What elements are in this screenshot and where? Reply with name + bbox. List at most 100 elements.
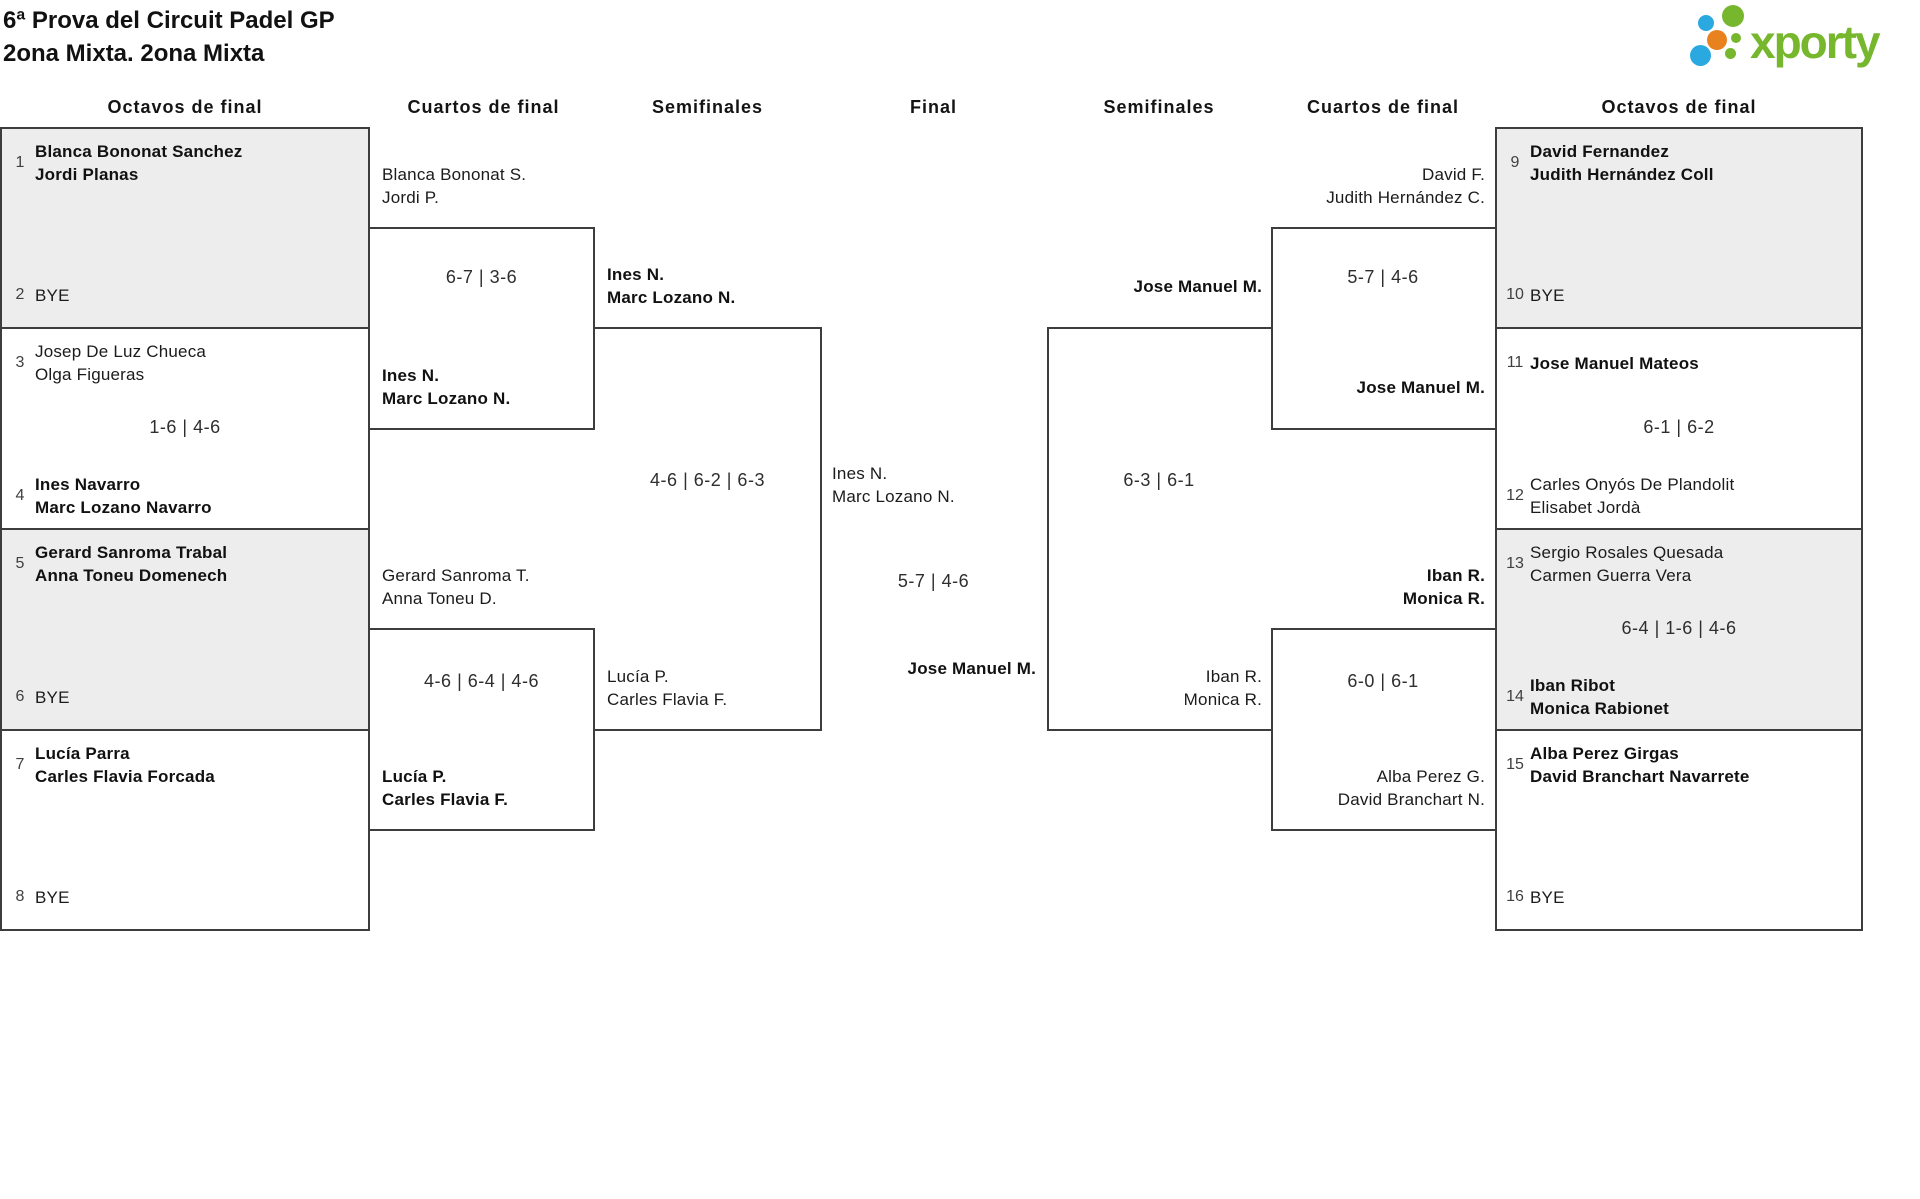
team-name: Iban Ribot — [1530, 676, 1616, 695]
team-name: Ines N. — [832, 464, 888, 483]
team-name: Carles Flavia Forcada — [35, 767, 215, 786]
match-box-r16-4[interactable]: 7 Lucía Parra Carles Flavia Forcada 8 BY… — [0, 729, 370, 931]
label-final-left-team: Ines N. Marc Lozano N. — [832, 462, 1047, 508]
logo-dot-green-icon — [1722, 5, 1744, 27]
seed-number: 9 — [1510, 154, 1520, 171]
team-name: Jose Manuel Mateos — [1530, 353, 1699, 373]
label-qf-left-1-bottom: Ines N. Marc Lozano N. — [382, 364, 597, 410]
match-box-qf-right-2[interactable] — [1271, 628, 1497, 831]
team-name: Jose Manuel M. — [907, 658, 1036, 678]
team-names: Gerard Sanroma Trabal Anna Toneu Domenec… — [35, 541, 227, 587]
team-name: BYE — [35, 687, 70, 707]
team-name: Jose Manuel M. — [1356, 377, 1485, 397]
team-slot-seed-6: 6 BYE — [2, 673, 368, 721]
match-box-qf-right-1[interactable] — [1271, 227, 1497, 430]
team-name: Elisabet Jordà — [1530, 498, 1641, 517]
seed-number: 10 — [1506, 286, 1524, 303]
match-score: 6-4 | 1-6 | 4-6 — [1621, 617, 1737, 638]
team-names: Josep De Luz Chueca Olga Figueras — [35, 340, 206, 386]
team-name: David Branchart Navarrete — [1530, 767, 1750, 786]
label-qf-right-2-top: Iban R. Monica R. — [1270, 564, 1485, 610]
team-name: Carmen Guerra Vera — [1530, 566, 1692, 585]
round-header-final: Final — [909, 97, 957, 117]
logo-wordmark: xporty — [1750, 16, 1881, 68]
team-name: Judith Hernández C. — [1326, 188, 1485, 207]
team-name: Sergio Rosales Quesada — [1530, 543, 1724, 562]
label-qf-left-2-top: Gerard Sanroma T. Anna Toneu D. — [382, 564, 597, 610]
match-box-r16-8[interactable]: 15 Alba Perez Girgas David Branchart Nav… — [1495, 729, 1863, 931]
seed-number: 3 — [15, 354, 25, 371]
team-name: Monica R. — [1402, 589, 1485, 608]
score-final: 5-7 | 4-6 — [897, 571, 970, 591]
seed-number: 14 — [1506, 688, 1524, 705]
team-name: David Fernandez — [1530, 142, 1670, 161]
team-slot-seed-12: 12 Carles Onyós De Plandolit Elisabet Jo… — [1497, 472, 1861, 520]
match-box-qf-left-1[interactable] — [368, 227, 595, 430]
team-slot-seed-10: 10 BYE — [1497, 271, 1861, 319]
team-name: Olga Figueras — [35, 365, 145, 384]
team-name: Alba Perez G. — [1376, 767, 1485, 786]
team-names: BYE — [35, 284, 70, 307]
team-name: Alba Perez Girgas — [1530, 744, 1679, 763]
match-box-r16-1[interactable]: 1 Blanca Bononat Sanchez Jordi Planas 2 … — [0, 127, 370, 329]
team-name: Josep De Luz Chueca — [35, 342, 207, 361]
match-box-r16-2[interactable]: 3 Josep De Luz Chueca Olga Figueras 1-6 … — [0, 327, 370, 530]
match-box-sf-left[interactable] — [595, 327, 822, 731]
tournament-name: 6ª Prova del Circuit Padel GP — [3, 7, 335, 34]
team-slot-seed-7: 7 Lucía Parra Carles Flavia Forcada — [2, 741, 368, 789]
team-slot-seed-11: 11 Jose Manuel Mateos — [1497, 339, 1861, 387]
match-box-sf-right[interactable] — [1047, 327, 1273, 731]
team-name: Blanca Bononat S. — [382, 165, 527, 184]
team-name: Marc Lozano N. — [832, 487, 955, 506]
team-slot-seed-15: 15 Alba Perez Girgas David Branchart Nav… — [1497, 741, 1861, 789]
score-sf-right: 6-3 | 6-1 — [1123, 470, 1195, 490]
match-box-r16-6[interactable]: 11 Jose Manuel Mateos 6-1 | 6-2 12 Carle… — [1495, 327, 1863, 530]
team-name: BYE — [1530, 887, 1565, 907]
seed-number: 5 — [15, 555, 25, 572]
team-name: Gerard Sanroma T. — [382, 566, 530, 585]
team-name: BYE — [35, 285, 70, 305]
xporty-logo[interactable]: xporty — [1688, 3, 1913, 81]
round-header-octavos-left: Octavos de final — [107, 97, 263, 117]
team-name: Judith Hernández Coll — [1530, 165, 1714, 184]
match-score: 6-1 | 6-2 — [1643, 416, 1715, 437]
score-qf-right-1: 5-7 | 4-6 — [1347, 267, 1419, 287]
team-name: Iban R. — [1205, 667, 1262, 686]
seed-number: 12 — [1506, 487, 1524, 504]
seed-number: 13 — [1506, 555, 1524, 572]
team-names: Alba Perez Girgas David Branchart Navarr… — [1530, 742, 1749, 788]
team-names: Ines Navarro Marc Lozano Navarro — [35, 473, 212, 519]
team-name: Marc Lozano Navarro — [35, 498, 212, 517]
score-sf-left: 4-6 | 6-2 | 6-3 — [650, 470, 765, 490]
team-name: Jordi P. — [382, 188, 440, 207]
round-header-semis-left: Semifinales — [651, 97, 764, 117]
team-names: Lucía Parra Carles Flavia Forcada — [35, 742, 215, 788]
team-slot-seed-3: 3 Josep De Luz Chueca Olga Figueras — [2, 339, 368, 387]
seed-number: 7 — [15, 756, 25, 773]
team-name: Monica R. — [1183, 690, 1262, 709]
team-names: Sergio Rosales Quesada Carmen Guerra Ver… — [1530, 541, 1723, 587]
team-name: Carles Onyós De Plandolit — [1530, 475, 1735, 494]
round-header-cuartos-left: Cuartos de final — [407, 97, 560, 117]
round-header-octavos-right: Octavos de final — [1601, 97, 1757, 117]
match-box-r16-7[interactable]: 13 Sergio Rosales Quesada Carmen Guerra … — [1495, 528, 1863, 731]
label-sf-left-top: Ines N. Marc Lozano N. — [607, 263, 822, 309]
team-name: BYE — [35, 887, 70, 907]
team-name: Lucía Parra — [35, 744, 130, 763]
seed-number: 11 — [1506, 354, 1524, 371]
team-name: Ines Navarro — [35, 475, 141, 494]
match-box-qf-left-2[interactable] — [368, 628, 595, 831]
team-name: Marc Lozano N. — [382, 389, 511, 408]
logo-dot-green-small-icon — [1731, 33, 1741, 43]
match-box-r16-3[interactable]: 5 Gerard Sanroma Trabal Anna Toneu Domen… — [0, 528, 370, 731]
seed-number: 2 — [15, 286, 25, 303]
label-sf-right-top: Jose Manuel M. — [1047, 263, 1262, 309]
team-slot-seed-16: 16 BYE — [1497, 873, 1861, 921]
match-box-r16-5[interactable]: 9 David Fernandez Judith Hernández Coll … — [1495, 127, 1863, 329]
logo-dot-green-tiny-icon — [1725, 48, 1736, 59]
logo-dot-blue-icon — [1698, 15, 1714, 31]
team-names: BYE — [1530, 886, 1565, 909]
label-qf-right-2-bottom: Alba Perez G. David Branchart N. — [1270, 765, 1485, 811]
round-header-cuartos-right: Cuartos de final — [1306, 97, 1460, 117]
team-name: Carles Flavia F. — [607, 690, 728, 709]
